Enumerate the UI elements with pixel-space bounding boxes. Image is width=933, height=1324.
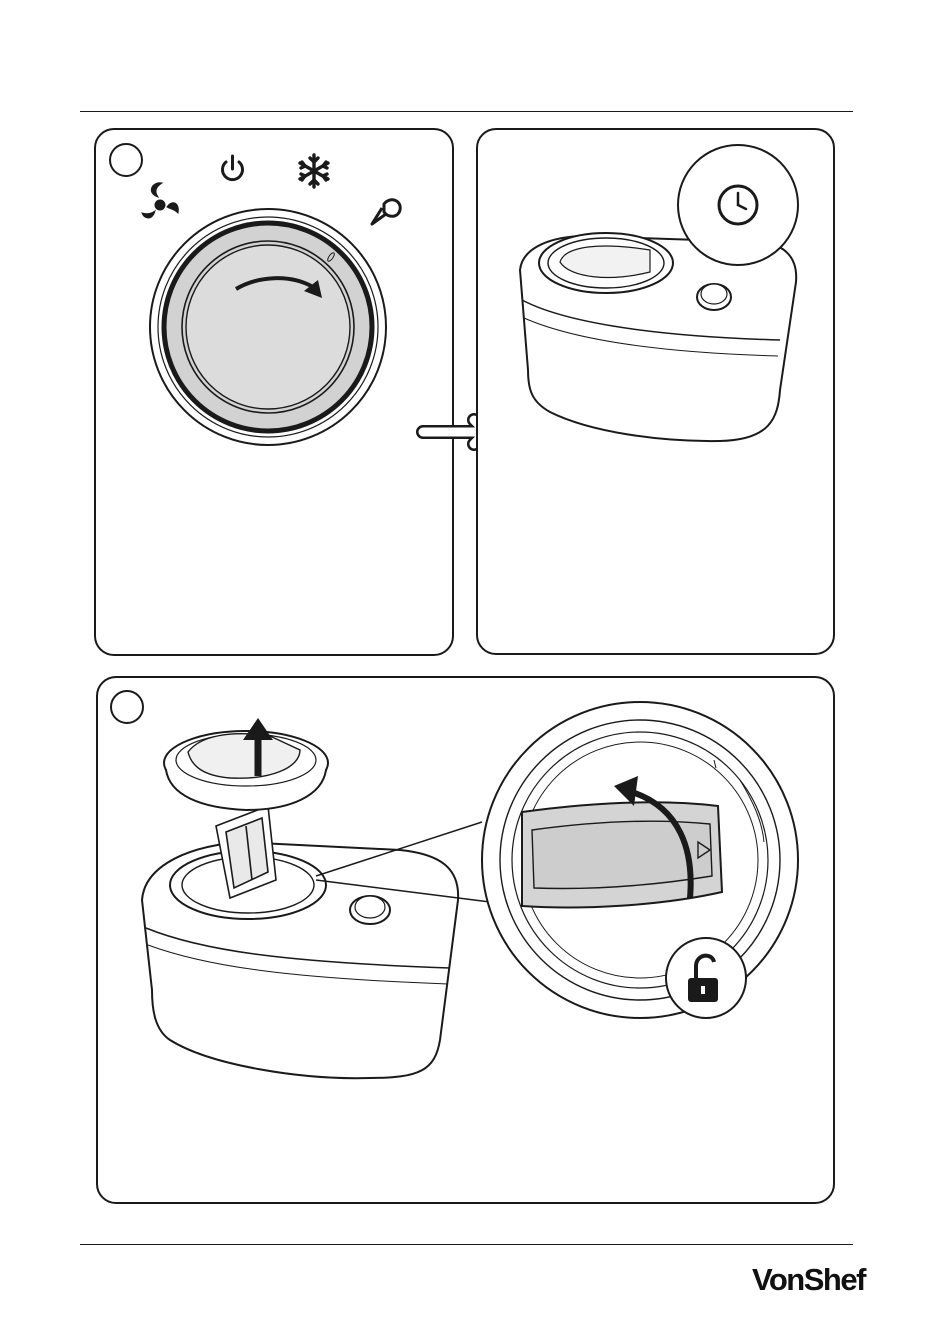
ice-cream-machine	[142, 842, 458, 1078]
unlock-icon	[666, 938, 746, 1018]
lid	[164, 731, 328, 810]
brand-logo: VonShef	[752, 1262, 865, 1298]
zoomed-lock-detail	[482, 702, 798, 1018]
